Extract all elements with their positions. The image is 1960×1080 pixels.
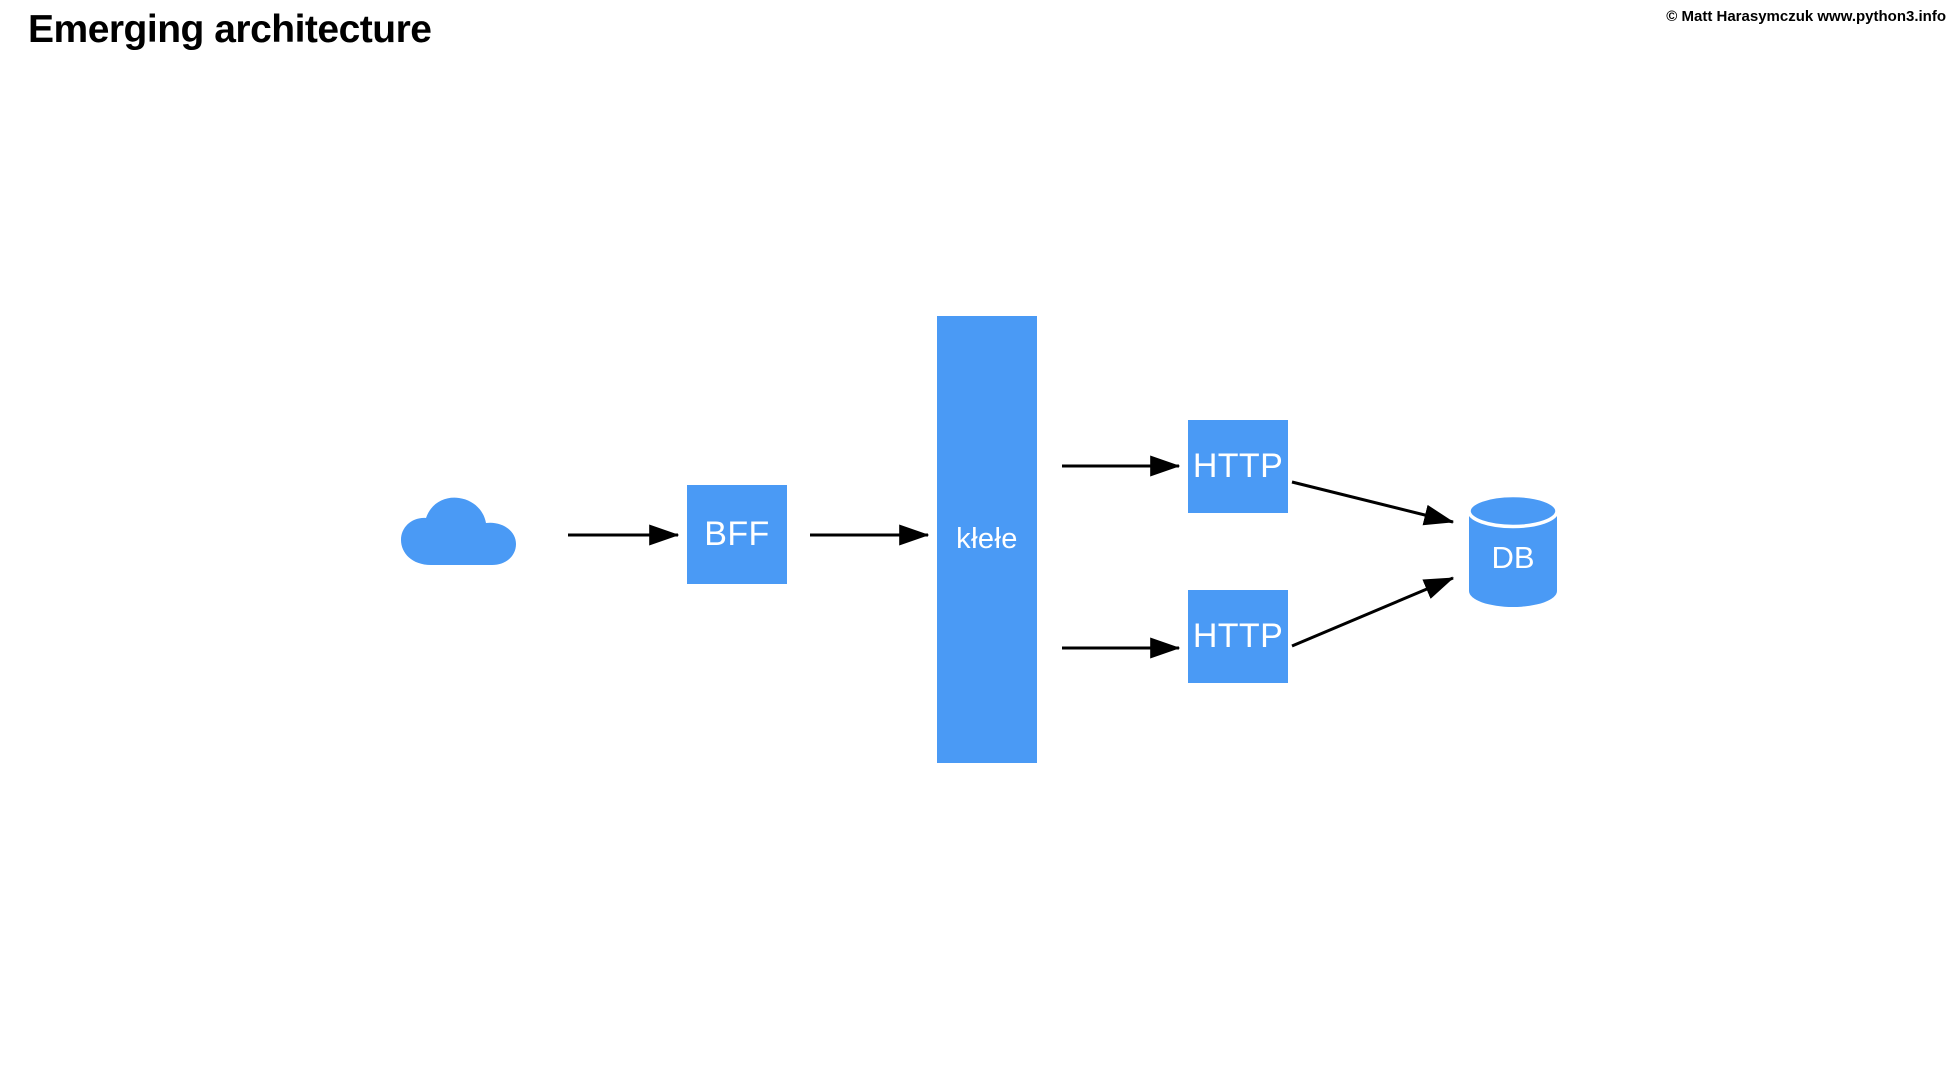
database-cylinder-icon	[1467, 493, 1559, 607]
node-bff[interactable]: BFF	[687, 485, 787, 584]
cloud-icon	[401, 497, 516, 565]
node-bff-label: BFF	[704, 515, 770, 553]
copyright-notice: © Matt Harasymczuk www.python3.info	[1666, 8, 1946, 25]
node-http-top-label: HTTP	[1192, 447, 1284, 485]
node-cloud[interactable]	[398, 495, 520, 567]
node-http-bottom[interactable]: HTTP	[1188, 590, 1288, 683]
page-title: Emerging architecture	[28, 8, 432, 51]
node-db-label: DB	[1491, 540, 1535, 575]
edge-http-top-to-db	[1291, 480, 1455, 526]
edge-http-bottom-to-db	[1291, 576, 1455, 648]
node-http-bottom-label: HTTP	[1192, 617, 1284, 655]
node-queue-label: kłełe	[956, 523, 1018, 555]
node-queue[interactable]: kłełe	[937, 316, 1037, 763]
node-db[interactable]: DB	[1467, 493, 1559, 607]
node-http-top[interactable]: HTTP	[1188, 420, 1288, 513]
